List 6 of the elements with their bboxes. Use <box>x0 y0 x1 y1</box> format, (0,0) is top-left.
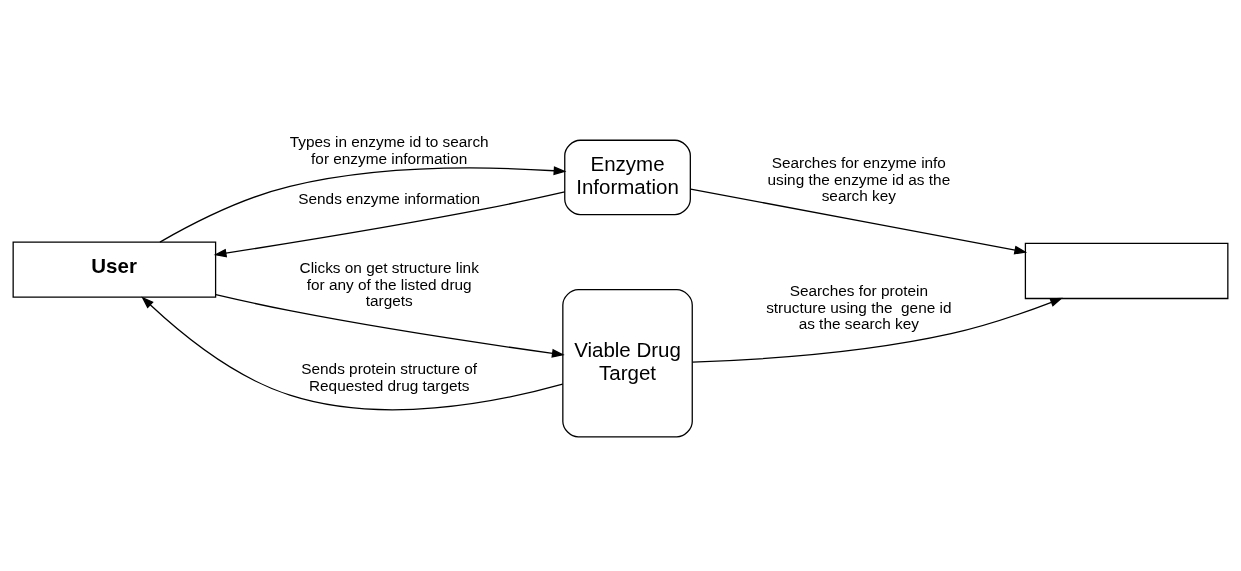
edge-label: Sends enzyme information <box>298 189 481 207</box>
edge-label: Searches for protein structure using the gene id as the search key <box>766 281 952 332</box>
edge-label: Clicks on get structure link for any of the listed drug targets <box>299 258 479 309</box>
edge-label: Searches for enzyme info using the enzyme id as the search key <box>767 153 951 204</box>
edge-label: Sends protein structure of Requested drug targets <box>301 359 478 394</box>
edge-label: Types in enzyme id to search for enzyme information <box>289 132 489 167</box>
